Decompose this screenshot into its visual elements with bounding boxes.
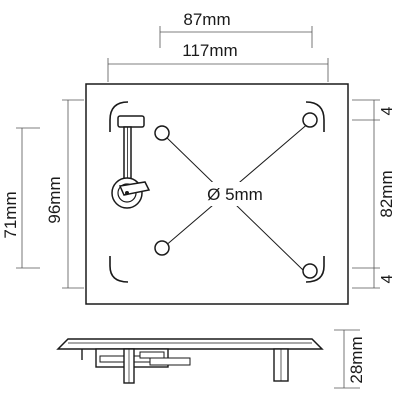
label-bottom-offset: 4 xyxy=(379,274,396,283)
dimension-117mm: 117mm xyxy=(107,41,329,82)
corner-mark-bottom-right xyxy=(305,256,325,283)
label-28mm: 28mm xyxy=(347,336,366,383)
label-87mm: 87mm xyxy=(183,10,230,29)
dimension-96mm: 96mm xyxy=(45,99,84,289)
label-71mm: 71mm xyxy=(1,191,20,238)
corner-mark-bottom-left xyxy=(109,256,129,283)
mount-hole-top-left xyxy=(154,125,170,141)
dimension-87mm: 87mm xyxy=(159,10,313,48)
mount-hole-bottom-left xyxy=(154,240,170,256)
latch-bolt-assembly xyxy=(111,115,151,209)
plate-top-view: Ø 5mm xyxy=(85,83,349,305)
label-top-offset: 4 xyxy=(379,106,396,115)
label-117mm: 117mm xyxy=(182,41,237,60)
label-82mm: 82mm xyxy=(377,170,396,217)
corner-mark-top-right xyxy=(305,101,325,132)
plate-side-view xyxy=(56,338,324,384)
profile-plate xyxy=(56,338,324,350)
dimension-28mm: 28mm xyxy=(334,329,366,389)
dimension-71mm: 71mm xyxy=(1,127,40,269)
label-96mm: 96mm xyxy=(45,176,64,223)
mount-hole-top-right xyxy=(302,112,318,128)
corner-mark-top-left xyxy=(109,101,129,132)
dimension-right-stack: 4 82mm 4 xyxy=(352,99,396,289)
mount-hole-bottom-right xyxy=(302,263,318,279)
label-hole-diameter: Ø 5mm xyxy=(207,185,263,204)
